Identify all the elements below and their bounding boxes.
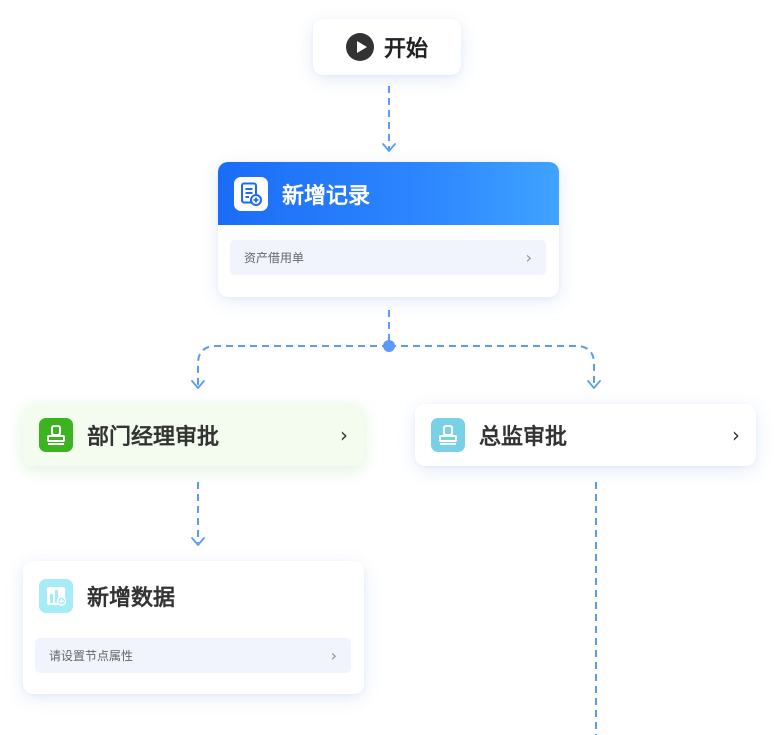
form-field-value: 资产借用单 <box>244 251 305 265</box>
connector-branch-to-director <box>389 345 595 386</box>
asset-borrow-form-field[interactable]: 资产借用单 › <box>230 240 546 275</box>
arrowhead <box>587 380 601 389</box>
stamp-icon <box>431 418 465 452</box>
chevron-right-icon: › <box>330 646 337 665</box>
document-add-icon <box>234 176 268 211</box>
director-approval-title: 总监审批 <box>479 425 568 450</box>
add-record-header: 新增记录 <box>218 162 559 225</box>
branch-node[interactable] <box>383 340 395 352</box>
add-record-node[interactable]: 新增记录 资产借用单 › <box>218 162 559 297</box>
form-field-value: 请设置节点属性 <box>49 649 134 663</box>
dept-approval-title: 部门经理审批 <box>87 425 220 450</box>
chevron-right-icon[interactable]: › <box>732 423 740 447</box>
chart-add-icon <box>39 579 73 613</box>
chevron-right-icon: › <box>525 248 532 267</box>
arrowhead <box>382 143 396 152</box>
arrowhead <box>191 380 205 389</box>
director-approval-node[interactable]: 总监审批 › <box>415 404 756 466</box>
node-properties-field[interactable]: 请设置节点属性 › <box>35 638 351 673</box>
start-label: 开始 <box>383 37 428 62</box>
dept-manager-approval-node[interactable]: 部门经理审批 › <box>23 404 364 466</box>
chevron-right-icon[interactable]: › <box>340 423 348 447</box>
add-data-node[interactable]: 新增数据 请设置节点属性 › <box>23 561 364 694</box>
add-data-title: 新增数据 <box>87 586 176 611</box>
stamp-icon <box>39 418 73 452</box>
add-record-title: 新增记录 <box>282 183 371 209</box>
arrowhead <box>191 537 205 546</box>
play-icon <box>345 33 374 61</box>
connector-branch-to-dept <box>197 345 389 386</box>
add-data-header: 新增数据 <box>23 561 364 631</box>
start-node[interactable]: 开始 <box>313 19 461 75</box>
